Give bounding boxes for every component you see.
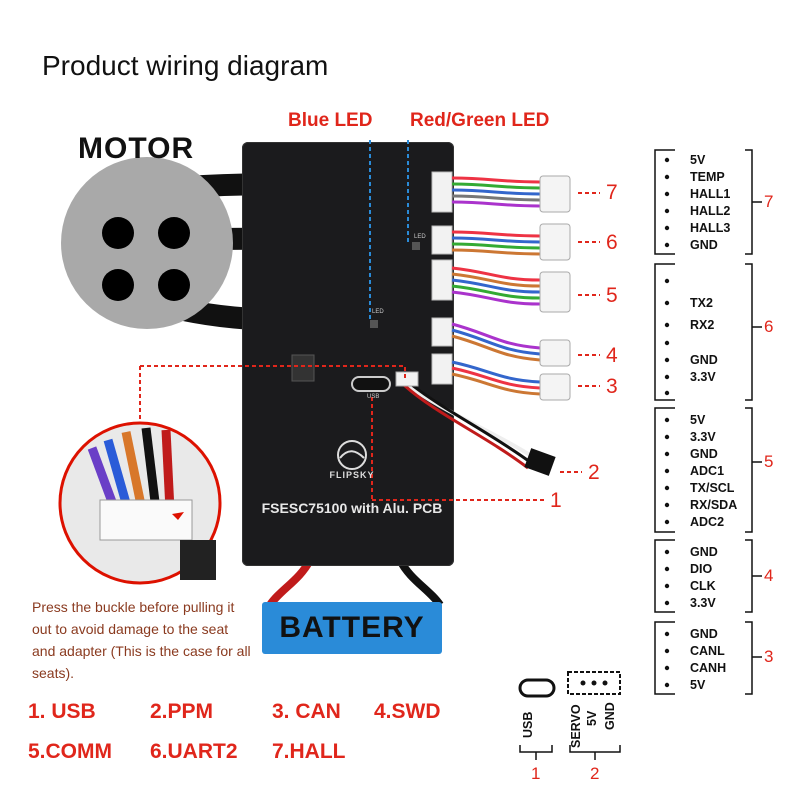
pin-7-5: HALL3 <box>690 221 731 235</box>
pin-7-2: TEMP <box>690 170 725 184</box>
buckle-note: Press the buckle before pulling it out t… <box>32 599 251 681</box>
pinout-group-7-number: 7 <box>764 192 774 211</box>
pin-4-2: DIO <box>690 562 713 576</box>
pin-6-2: RX2 <box>690 318 715 332</box>
pin-5-7: ADC2 <box>690 515 725 529</box>
blue-led-label: Blue LED <box>288 110 373 131</box>
ppm-plug <box>524 448 556 476</box>
callout-6: 6 <box>606 231 618 254</box>
legend-ppm: 2.PPM <box>150 700 214 723</box>
board-led-blue <box>370 320 378 328</box>
callout-1: 1 <box>550 489 562 512</box>
pinout-group-3-number: 3 <box>764 647 774 666</box>
callout-2: 2 <box>588 461 600 484</box>
pin-7-6: GND <box>690 238 718 252</box>
ribbon-6 <box>451 230 541 256</box>
red-green-led-label: Red/Green LED <box>410 110 550 131</box>
inset-connector <box>99 499 193 541</box>
callout-3: 3 <box>606 375 618 398</box>
battery-label: BATTERY <box>262 602 442 654</box>
pin-4-1: GND <box>690 545 718 559</box>
servo-port-icon <box>567 671 621 695</box>
board-usb-socket <box>351 376 391 392</box>
board-led-mark-2: LED <box>372 309 384 315</box>
led-leader-lines <box>369 140 409 320</box>
pin-4-4: 3.3V <box>690 596 716 610</box>
external-plugs <box>539 175 571 401</box>
servo-label: SERVO <box>569 704 583 748</box>
servo-5v-label: 5V <box>585 710 599 726</box>
board-connectors <box>431 171 453 385</box>
legend-hall: 7.HALL <box>272 740 346 763</box>
pin-5-1: 5V <box>690 413 706 427</box>
callout-5: 5 <box>606 284 618 307</box>
legend-usb: 1. USB <box>28 700 96 723</box>
pin-7-3: HALL1 <box>690 187 731 201</box>
callout-4: 4 <box>606 344 618 367</box>
flipsky-logo <box>337 440 367 470</box>
legend-swd: 4.SWD <box>374 700 441 723</box>
esc-board <box>242 142 454 566</box>
callout-7: 7 <box>606 181 618 204</box>
inset-arrow <box>172 512 184 520</box>
pin-3-1: GND <box>690 627 718 641</box>
pin-5-5: TX/SCL <box>690 481 735 495</box>
pin-3-2: CANL <box>690 644 725 658</box>
pin-7-4: HALL2 <box>690 204 731 218</box>
servo-port-number: 2 <box>590 764 600 783</box>
pinout-group-6-number: 6 <box>764 317 774 336</box>
usb-port-label: USB <box>521 711 535 738</box>
legend-uart2: 6.UART2 <box>150 740 238 763</box>
board-usb-mark: USB <box>367 394 380 400</box>
motor-label: MOTOR <box>78 132 195 165</box>
page-title: Product wiring diagram <box>42 50 329 81</box>
board-brand: FLIPSKY <box>329 470 375 480</box>
pin-5-6: RX/SDA <box>690 498 738 512</box>
leader-lines <box>139 192 600 501</box>
ribbon-4 <box>451 322 541 362</box>
usb-port-number: 1 <box>531 764 541 783</box>
board-name: FSESC75100 with Alu. PCB <box>261 500 443 516</box>
servo-gnd-label: GND <box>603 702 617 730</box>
pin-6-1: TX2 <box>690 296 713 310</box>
pin-7-1: 5V <box>690 153 706 167</box>
legend-comm: 5.COMM <box>28 740 112 763</box>
pinout-group-5-number: 5 <box>764 452 774 471</box>
motor-phase-holes <box>102 217 190 301</box>
pinout-group-4-number: 4 <box>764 566 774 585</box>
pin-6-4: GND <box>690 353 718 367</box>
ribbon-7 <box>451 176 541 208</box>
pin-5-3: GND <box>690 447 718 461</box>
ribbon-3 <box>451 360 541 396</box>
board-ppm-socket <box>395 371 419 387</box>
board-led-red-green <box>412 242 420 250</box>
pin-4-3: CLK <box>690 579 716 593</box>
usb-port-icon <box>518 678 556 698</box>
ribbon-5 <box>451 266 541 306</box>
board-led-mark-1: LED <box>414 234 426 240</box>
pin-6-5: 3.3V <box>690 370 716 384</box>
pin-3-4: 5V <box>690 678 706 692</box>
board-inductor <box>291 354 315 382</box>
pin-5-4: ADC1 <box>690 464 725 478</box>
legend-can: 3. CAN <box>272 700 341 723</box>
pin-3-3: CANH <box>690 661 727 675</box>
pin-5-2: 3.3V <box>690 430 716 444</box>
